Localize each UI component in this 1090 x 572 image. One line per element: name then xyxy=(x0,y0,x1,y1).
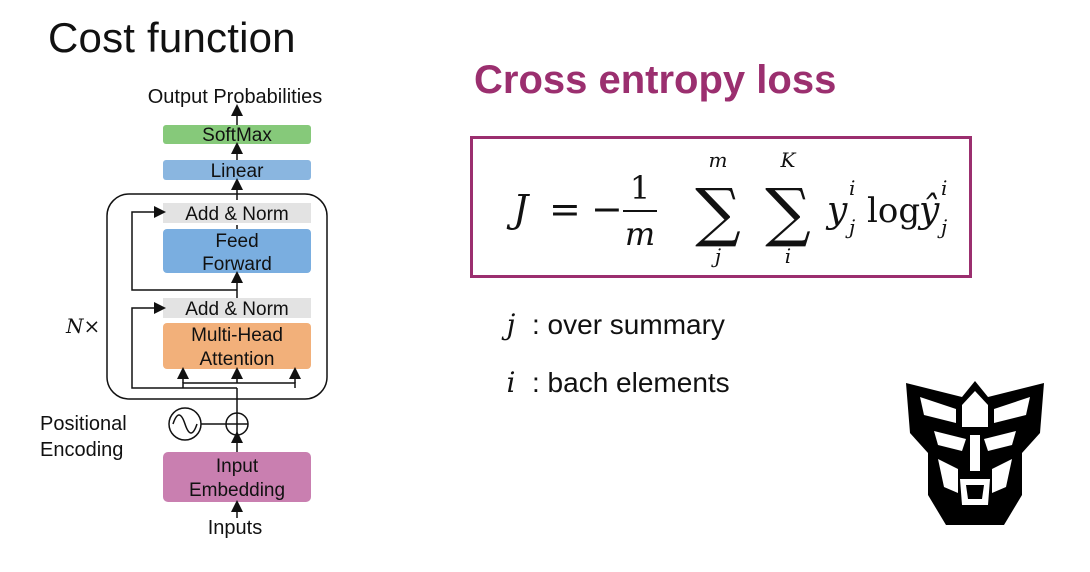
formula-y: y xyxy=(825,190,848,231)
definition-var-i: i xyxy=(506,366,516,399)
formula-minus: − xyxy=(591,187,623,231)
sum2-lower: i xyxy=(785,244,791,268)
formula-lhs: J xyxy=(506,187,530,231)
linear-label: Linear xyxy=(211,161,264,182)
definition-var-j: j xyxy=(506,308,516,341)
output-probabilities-label: Output Probabilities xyxy=(148,86,323,108)
add-norm-bottom-block xyxy=(163,298,311,318)
section-title: Cross entropy loss xyxy=(474,58,837,102)
sum2-upper: K xyxy=(780,148,797,172)
softmax-block xyxy=(163,125,311,144)
formula-denominator: m xyxy=(625,215,655,253)
formula-y-sub: j xyxy=(845,215,855,239)
sine-wave-icon xyxy=(168,407,202,441)
input-embedding-block xyxy=(163,452,311,502)
cross-entropy-formula: J = − 1 m m ∑ j K ∑ i y i j log ŷ i j xyxy=(506,148,947,268)
sum1-sigma: ∑ xyxy=(695,176,741,250)
linear-block xyxy=(163,160,311,180)
definition-text-j: : over summary xyxy=(532,308,725,340)
add-norm-top-block xyxy=(163,203,311,223)
inputs-label: Inputs xyxy=(208,517,262,539)
definition-row-j: j : over summary xyxy=(500,308,725,341)
encoder-block-container xyxy=(106,193,328,400)
softmax-label: SoftMax xyxy=(202,125,272,146)
formula-y-sup: i xyxy=(849,176,855,200)
input-embedding-label-1: Input xyxy=(216,456,259,477)
mha-label-1: Multi-Head xyxy=(191,325,283,346)
feed-forward-label-2: Forward xyxy=(202,254,272,275)
add-circle-icon xyxy=(225,412,249,436)
feed-forward-block xyxy=(163,229,311,273)
multi-head-attention-block xyxy=(163,323,311,369)
slide-title: Cost function xyxy=(48,14,296,61)
definition-row-i: i : bach elements xyxy=(500,366,730,399)
transformer-diagram: Output Probabilities SoftMax Linear Add … xyxy=(40,86,328,539)
formula-equals: = xyxy=(549,187,581,231)
definition-text-i: : bach elements xyxy=(532,366,730,398)
positional-label-2: Encoding xyxy=(40,439,123,461)
feed-forward-label-1: Feed xyxy=(215,231,258,252)
add-norm-top-label: Add & Norm xyxy=(185,204,288,225)
formula-log: log xyxy=(867,191,920,231)
autobot-icon xyxy=(906,381,1044,525)
sum1-lower: j xyxy=(711,244,721,268)
cross-entropy-formula-box: J = − 1 m m ∑ j K ∑ i y i j log ŷ i j xyxy=(470,136,972,278)
formula-yhat-sup: i xyxy=(941,176,947,200)
formula-yhat-sub: j xyxy=(937,215,947,239)
add-norm-bottom-label: Add & Norm xyxy=(185,299,288,320)
n-times-label: N× xyxy=(65,314,100,338)
input-embedding-label-2: Embedding xyxy=(189,480,285,501)
sum1-upper: m xyxy=(709,148,728,172)
sum2-sigma: ∑ xyxy=(765,176,811,250)
formula-yhat: ŷ xyxy=(917,190,940,231)
mha-label-2: Attention xyxy=(200,349,275,370)
positional-label-1: Positional xyxy=(40,413,127,435)
formula-numerator: 1 xyxy=(630,169,650,207)
